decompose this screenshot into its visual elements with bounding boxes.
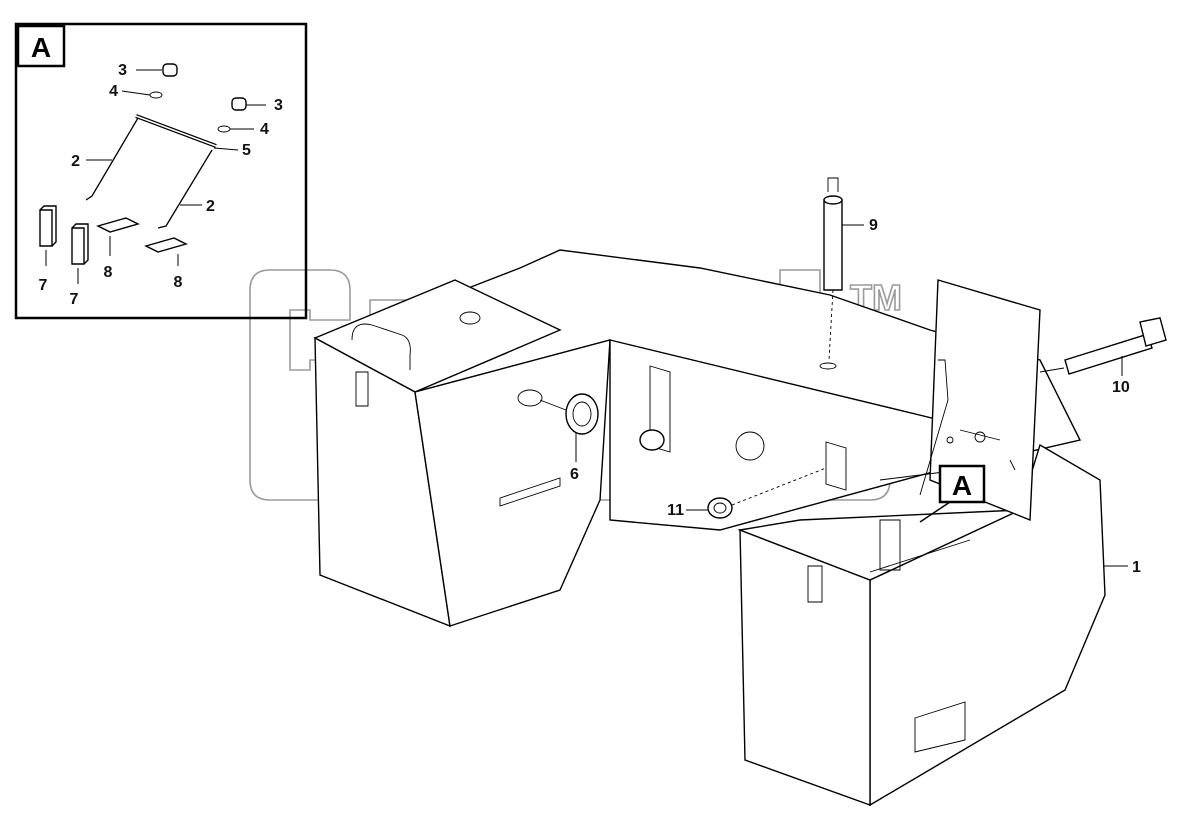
connector-part <box>639 429 665 451</box>
detail-view-a: A <box>14 22 308 320</box>
callout-4: 4 <box>109 83 118 100</box>
pad-part-7 <box>39 205 89 265</box>
callout-10: 10 <box>1112 379 1130 396</box>
detail-badge: A <box>31 32 51 63</box>
rod-part <box>85 117 213 229</box>
callout-8: 8 <box>174 274 183 291</box>
callout-4: 4 <box>260 121 269 138</box>
counterweight-housing <box>313 249 1106 807</box>
lock-pin-part <box>823 177 843 361</box>
detail-leaders <box>45 69 266 284</box>
callout-2: 2 <box>206 198 215 215</box>
callout-9: 9 <box>869 217 878 234</box>
grommet-part <box>539 393 599 435</box>
callout-8: 8 <box>104 264 113 281</box>
bolt-part <box>1039 317 1167 375</box>
callout-3: 3 <box>274 97 283 114</box>
cap-part <box>162 63 247 111</box>
plate-part-8 <box>96 217 188 253</box>
callout-7: 7 <box>39 277 48 294</box>
callout-11: 11 <box>667 502 684 519</box>
callout-5: 5 <box>242 142 251 159</box>
view-a-marker: A <box>919 464 986 523</box>
nut-part <box>707 467 827 519</box>
callout-2: 2 <box>71 153 80 170</box>
main-leaders <box>575 224 1128 567</box>
detail-badge-box <box>16 24 66 68</box>
callout-3: 3 <box>118 62 127 79</box>
callout-7: 7 <box>70 291 79 308</box>
detail-frame <box>14 22 308 320</box>
callout-view-badge: A <box>952 470 972 501</box>
callout-1: 1 <box>1132 559 1141 576</box>
cross-bar-part <box>135 114 217 148</box>
callout-6: 6 <box>570 466 579 483</box>
